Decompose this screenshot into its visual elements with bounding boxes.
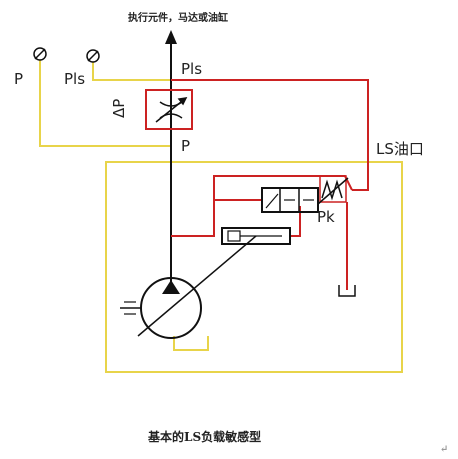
pump-drain-line — [173, 336, 209, 351]
ls-signal-line — [171, 79, 369, 191]
pls-gauge-line — [92, 62, 171, 81]
pump-icon — [120, 277, 202, 339]
pk-spring-icon — [317, 175, 349, 205]
adjustable-orifice-icon — [155, 97, 188, 123]
corner-mark: ↵ — [440, 444, 449, 455]
delta-p-orifice-box — [145, 89, 193, 130]
pls-gauge-icon — [86, 49, 100, 63]
p-port-label: P — [181, 137, 191, 155]
pk-label: Pk — [317, 208, 335, 226]
displacement-arrow — [137, 235, 257, 337]
tank-symbol — [338, 285, 356, 297]
ls-port-label: LS油口 — [376, 140, 424, 158]
p-gauge-label: P — [14, 70, 24, 88]
delta-p-label: ΔP — [110, 98, 128, 118]
flow-arrow-icon — [165, 30, 177, 44]
figure-caption: 基本的LS负载敏感型 — [148, 430, 262, 444]
actuator-caption: 执行元件，马达或油缸 — [128, 13, 228, 24]
p-gauge-line — [39, 60, 171, 147]
swashplate-actuator — [221, 227, 291, 245]
red-circuit-lower — [290, 206, 301, 237]
compensator-valve — [261, 187, 319, 213]
pls-gauge-label: Pls — [64, 70, 86, 88]
red-circuit-upper — [171, 175, 318, 237]
housing-outline — [105, 161, 403, 373]
p-gauge-icon — [33, 47, 47, 61]
pls-top-label: Pls — [181, 60, 203, 78]
